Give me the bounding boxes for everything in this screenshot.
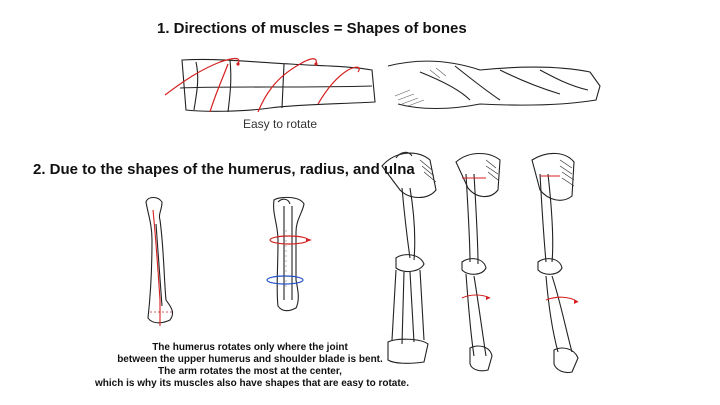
explanation-note: The humerus rotates only where the joint…: [95, 342, 410, 390]
note-line-3: The arm rotates the most at the center,: [158, 366, 342, 377]
note-line-1: The humerus rotates only where the joint: [152, 342, 348, 353]
note-line-4: which is why its muscles also have shape…: [95, 378, 410, 389]
section-1-title: 1. Directions of muscles = Shapes of bon…: [157, 20, 467, 37]
caption-easy-to-rotate: Easy to rotate: [243, 117, 318, 131]
note-line-2: between the upper humerus and shoulder b…: [117, 354, 383, 365]
section-2-title: 2. Due to the shapes of the humerus, rad…: [33, 161, 415, 178]
